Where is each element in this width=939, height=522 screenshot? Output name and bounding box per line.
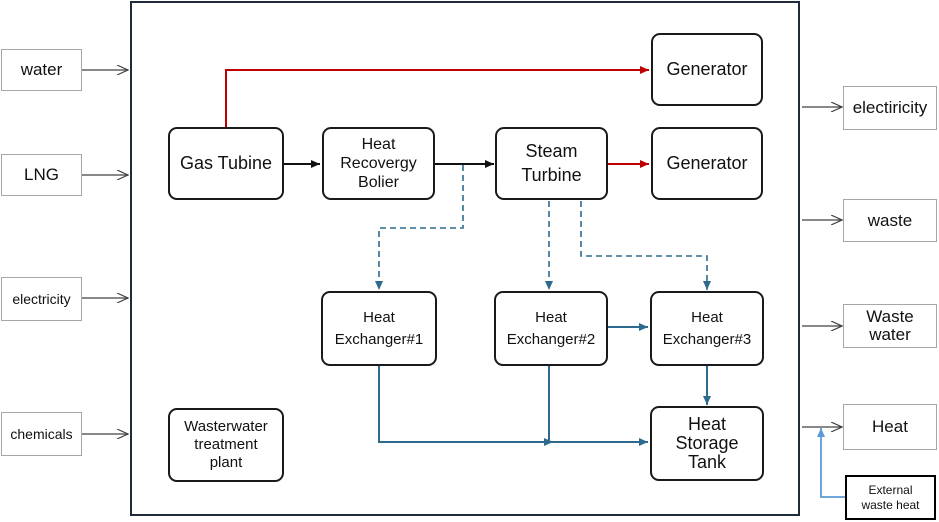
system-boundary — [130, 1, 800, 516]
node-generator-top-label: Generator — [666, 59, 748, 80]
node-heat-recovery-boiler: Heat Recovergy Bolier — [322, 127, 435, 200]
node-heat-recovery-boiler-label: Heat Recovergy Bolier — [340, 135, 417, 192]
output-heat-label: Heat — [872, 417, 908, 437]
output-waste-water: Waste water — [843, 304, 937, 348]
node-generator-top: Generator — [651, 33, 763, 106]
node-heat-exchanger-2: Heat Exchanger#2 — [494, 291, 608, 366]
external-waste-heat-label: External waste heat — [861, 482, 920, 512]
input-electricity: electricity — [1, 277, 82, 321]
input-lng: LNG — [1, 154, 82, 196]
output-heat: Heat — [843, 404, 937, 450]
external-heat-arrow — [817, 428, 845, 498]
node-heat-exchanger-1-label: Heat Exchanger#1 — [334, 308, 424, 348]
node-steam-turbine: Steam Turbine — [495, 127, 608, 200]
output-electricity: electiricity — [843, 86, 937, 130]
output-waste-label: waste — [867, 210, 913, 230]
input-lng-label: LNG — [24, 165, 59, 185]
node-generator-mid: Generator — [651, 127, 763, 200]
node-heat-storage-tank-label: Heat Storage Tank — [675, 414, 739, 472]
node-gas-turbine-label: Gas Tubine — [179, 153, 273, 174]
input-chemicals-label: chemicals — [10, 425, 73, 442]
node-heat-exchanger-3-label: Heat Exchanger#3 — [662, 308, 752, 348]
exchanger1-to-storage-arrow — [378, 366, 648, 446]
node-heat-exchanger-2-label: Heat Exchanger#2 — [506, 308, 596, 348]
output-electricity-label: electiricity — [852, 98, 928, 118]
output-waste: waste — [843, 199, 937, 242]
input-chemicals: chemicals — [1, 412, 82, 456]
node-wastewater-plant-label: Wasterwater treatment plant — [184, 418, 268, 471]
node-gas-turbine: Gas Tubine — [168, 127, 284, 200]
node-heat-exchanger-1: Heat Exchanger#1 — [321, 291, 437, 366]
input-electricity-label: electricity — [12, 290, 71, 307]
external-waste-heat: External waste heat — [845, 475, 936, 520]
node-heat-storage-tank: Heat Storage Tank — [650, 406, 764, 481]
input-water: water — [1, 49, 82, 91]
node-steam-turbine-label: Steam Turbine — [521, 141, 582, 185]
gas-turbine-to-generator-arrow — [225, 66, 649, 127]
node-heat-exchanger-3: Heat Exchanger#3 — [650, 291, 764, 366]
input-water-label: water — [20, 60, 63, 80]
node-wastewater-plant: Wasterwater treatment plant — [168, 408, 284, 482]
node-generator-mid-label: Generator — [666, 153, 748, 174]
output-waste-water-label: Waste water — [866, 307, 914, 344]
boiler-to-exchanger1-dashed — [375, 165, 464, 290]
